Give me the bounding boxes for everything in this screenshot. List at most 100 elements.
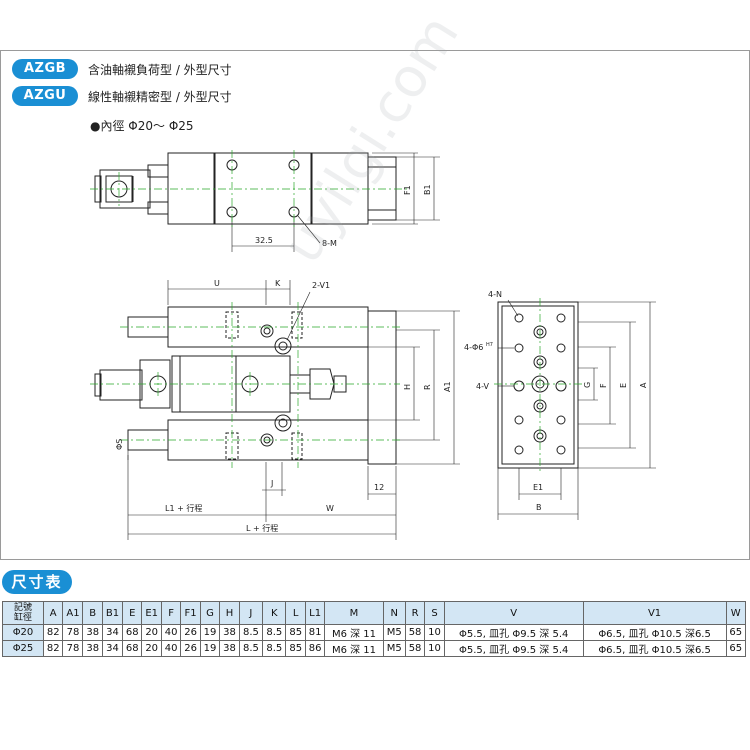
table-cell: 34 [101, 624, 124, 641]
label-u: U [214, 279, 220, 288]
table-cell: 78 [62, 624, 84, 641]
table-cell: 78 [62, 640, 84, 657]
bore-size-cell: Φ20 [2, 624, 44, 641]
label-f: F [599, 383, 608, 388]
label-h: H [403, 384, 412, 390]
table-cell: 8.5 [262, 624, 287, 641]
table-cell: 58 [404, 640, 426, 657]
column-header: B [82, 601, 103, 625]
table-cell: 38 [219, 624, 240, 641]
column-header: W [725, 601, 746, 625]
label-4v: 4-V [476, 382, 490, 391]
table-cell: 38 [82, 624, 103, 641]
column-header: F1 [180, 601, 201, 625]
column-header: K [262, 601, 287, 625]
table-cell: 85 [285, 624, 306, 641]
table-cell: 10 [424, 624, 445, 641]
table-cell: 8.5 [238, 640, 264, 657]
side-view [497, 299, 656, 520]
label-12: 12 [374, 483, 384, 492]
table-cell: 85 [285, 640, 306, 657]
column-header: B1 [101, 601, 124, 625]
column-header: L [285, 601, 306, 625]
corner-cell: 記號 缸徑 [2, 601, 44, 625]
table-cell: 8.5 [238, 624, 264, 641]
table-cell: 20 [141, 640, 162, 657]
label-a1: A1 [443, 381, 452, 392]
label-f1: F1 [403, 185, 412, 195]
label-2v1: 2-V1 [312, 281, 330, 290]
table-cell: 68 [121, 624, 143, 641]
column-header: A [42, 601, 64, 625]
table-cell: 19 [199, 640, 221, 657]
column-header: V [443, 601, 584, 625]
column-header: A1 [62, 601, 84, 625]
corner-bottom-label: 缸徑 [13, 613, 32, 623]
table-cell: 20 [141, 624, 162, 641]
column-header: S [424, 601, 445, 625]
table-cell: Φ5.5, 皿孔 Φ9.5 深 5.4 [443, 640, 584, 657]
badge-azgb: AZGB [12, 59, 78, 79]
bore-range: ●內徑 Φ20～ Φ25 [90, 119, 194, 133]
table-cell: 38 [82, 640, 103, 657]
table-cell: 10 [424, 640, 445, 657]
label-a: A [639, 382, 648, 388]
table-cell: 68 [121, 640, 143, 657]
table-cell: Φ6.5, 皿孔 Φ10.5 深6.5 [582, 640, 727, 657]
label-g: G [583, 382, 592, 388]
dim-32-5: 32.5 [255, 236, 273, 245]
azgb-description: 含油軸襯負荷型 / 外型尺寸 [88, 63, 232, 77]
front-view [94, 280, 460, 540]
column-header: E [121, 601, 143, 625]
table-cell: 58 [404, 624, 426, 641]
table-cell: 40 [160, 640, 182, 657]
table-cell: 8.5 [262, 640, 287, 657]
column-header: F [160, 601, 182, 625]
table-cell: 65 [725, 624, 746, 641]
table-cell: Φ5.5, 皿孔 Φ9.5 深 5.4 [443, 624, 584, 641]
table-cell: M6 深 11 [324, 624, 384, 641]
table-cell: 40 [160, 624, 182, 641]
table-cell: 65 [725, 640, 746, 657]
column-header: R [404, 601, 426, 625]
label-b1: B1 [423, 184, 432, 195]
column-header: E1 [141, 601, 162, 625]
label-8m: 8-M [322, 239, 337, 248]
table-cell: 38 [219, 640, 240, 657]
table-cell: 26 [180, 640, 201, 657]
label-e: E [619, 383, 628, 388]
label-s: ΦS [115, 439, 124, 450]
column-header: G [199, 601, 221, 625]
label-r: R [423, 384, 432, 390]
column-header: L1 [304, 601, 326, 625]
table-cell: M5 [382, 640, 406, 657]
label-k: K [275, 279, 281, 288]
drawing-panel [0, 50, 750, 560]
badge-azgu: AZGU [12, 86, 78, 106]
table-cell: Φ6.5, 皿孔 Φ10.5 深6.5 [582, 624, 727, 641]
label-b: B [536, 503, 542, 512]
size-table-title: 尺寸表 [2, 570, 72, 594]
table-cell: 81 [304, 624, 326, 641]
table-cell: M5 [382, 624, 406, 641]
label-4n: 4-N [488, 290, 502, 299]
label-j: J [270, 479, 273, 488]
bore-size-cell: Φ25 [2, 640, 44, 657]
label-l: L + 行程 [246, 523, 278, 533]
label-w: W [326, 504, 334, 513]
column-header: N [382, 601, 406, 625]
corner-top-label: 記號 [13, 603, 32, 613]
label-h7: H7 [486, 342, 493, 348]
column-header: V1 [582, 601, 727, 625]
table-cell: 34 [101, 640, 124, 657]
label-l1: L1 + 行程 [165, 503, 202, 513]
label-4-phi6: 4-Φ6 [464, 343, 483, 352]
azgu-description: 線性軸襯精密型 / 外型尺寸 [88, 90, 232, 104]
table-cell: M6 深 11 [324, 640, 384, 657]
column-header: M [324, 601, 384, 625]
